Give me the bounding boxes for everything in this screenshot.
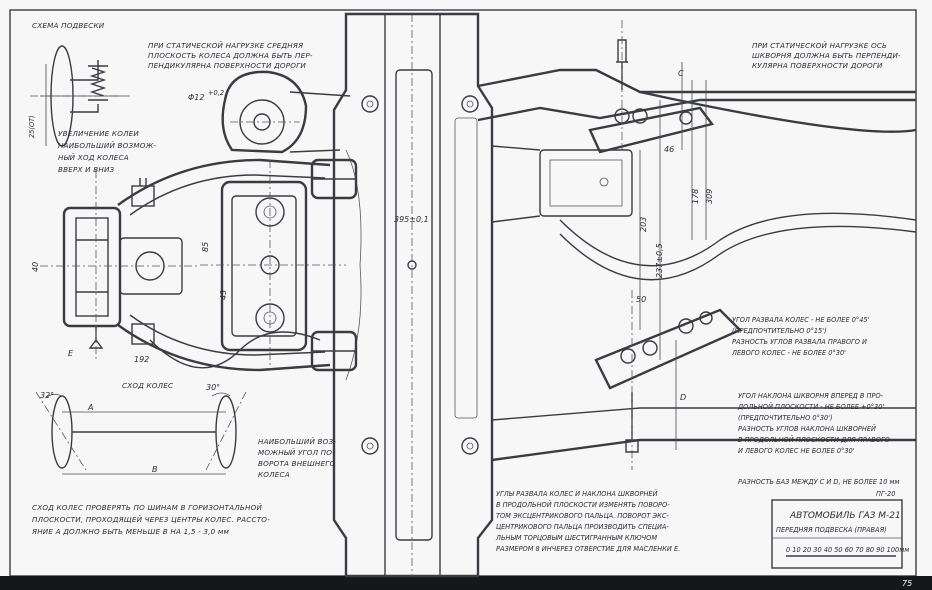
camber-spec-line-4: ЛЕВОГО КОЛЕС - НЕ БОЛЕЕ 0°30' bbox=[731, 349, 846, 357]
right-side-frame bbox=[477, 20, 917, 470]
caster-spec-line-2: ДОЛЬНОЙ ПЛОСКОСТИ - НЕ БОЛЕЕ +0°30' bbox=[737, 402, 884, 411]
letter-c: C bbox=[678, 69, 684, 78]
dim-43: 43 bbox=[219, 290, 228, 300]
toe-check-line-3: ЯНИЕ A ДОЛЖНО БЫТЬ МЕНЬШЕ B НА 1,5 - 3,0… bbox=[31, 527, 230, 536]
camber-adjust-line-2: В ПРОДОЛЬНОЙ ПЛОСКОСТИ ИЗМЕНЯТЬ ПОВОРО- bbox=[496, 500, 670, 509]
dim-395: 395±0,1 bbox=[394, 215, 429, 224]
static-right-line-2: ШКВОРНЯ ДОЛЖНА БЫТЬ ПЕРПЕНДИ- bbox=[752, 51, 901, 60]
caster-spec-line-1: УГОЛ НАКЛОНА ШКВОРНЯ ВПЕРЕД В ПРО- bbox=[738, 392, 884, 400]
page-number: 75 bbox=[902, 579, 912, 588]
dim-25: 25(ОТ) bbox=[28, 115, 36, 138]
left-suspension-assembly bbox=[40, 70, 358, 372]
title-block bbox=[771, 499, 903, 569]
max-turn-line-4: КОЛЕСА bbox=[258, 470, 290, 479]
dim-50: 50 bbox=[636, 295, 646, 304]
caster-spec-line-6: И ЛЕВОГО КОЛЕС НЕ БОЛЕЕ 0°30' bbox=[738, 447, 855, 455]
camber-adjust-line-3: ТОМ ЭКСЦЕНТРИКОВОГО ПАЛЬЦА. ПОВОРОТ ЭКС- bbox=[496, 512, 669, 520]
caster-spec-line-5: В ПРОДОЛЬНОЙ ПЛОСКОСТИ ДЛЯ ПРАВОГО bbox=[738, 435, 890, 444]
bottom-edge-bar bbox=[0, 576, 932, 590]
camber-adjust-line-6: РАЗМЕРОМ 8 ИНЧЕРЕЗ ОТВЕРСТИЕ ДЛЯ МАСЛЕНК… bbox=[496, 545, 680, 553]
camber-spec-line-3: РАЗНОСТЬ УГЛОВ РАЗВАЛА ПРАВОГО И bbox=[732, 338, 867, 346]
max-turn-line-1: НАИБОЛЬШИЙ ВОЗ- bbox=[258, 437, 336, 446]
scheme-diagram bbox=[30, 45, 130, 147]
dim-203: 203 bbox=[639, 217, 648, 232]
scale-numbers: 0 10 20 30 40 50 60 70 80 90 100мм bbox=[786, 546, 909, 554]
toe-check-line-1: СХОД КОЛЕС ПРОВЕРЯТЬ ПО ШИНАМ В ГОРИЗОНТ… bbox=[32, 503, 262, 512]
letter-d: D bbox=[680, 393, 686, 402]
static-left-line-2: ПЛОСКОСТЬ КОЛЕСА ДОЛЖНА БЫТЬ ПЕР- bbox=[148, 51, 313, 60]
dim-46: 46 bbox=[664, 145, 674, 154]
title-block-line-1: АВТОМОБИЛЬ ГАЗ М-21 bbox=[789, 511, 901, 521]
camber-spec-line-2: (ПРЕДПОЧТИТЕЛЬНО 0°15') bbox=[732, 327, 827, 335]
angle-30: 30° bbox=[206, 383, 220, 392]
letter-e: E bbox=[68, 349, 74, 358]
max-turn-line-3: ВОРОТА ВНЕШНЕГО bbox=[258, 459, 335, 468]
toe-title: СХОД КОЛЕС bbox=[122, 381, 173, 390]
scheme-title: СХЕМА ПОДВЕСКИ bbox=[32, 21, 105, 30]
dim-85: 85 bbox=[201, 242, 210, 252]
camber-adjust-line-4: ЦЕНТРИКОВОГО ПАЛЬЦА ПРОИЗВОДИТЬ СПЕЦИА- bbox=[496, 523, 669, 531]
max-turn-line-2: МОЖНЫЙ УГОЛ ПО- bbox=[258, 448, 335, 457]
camber-spec-line-1: УГОЛ РАЗВАЛА КОЛЕС - НЕ БОЛЕЕ 0°45' bbox=[732, 316, 870, 324]
camber-adjust-line-1: УГЛЫ РАЗВАЛА КОЛЕС И НАКЛОНА ШКВОРНЕЙ bbox=[496, 489, 658, 498]
static-right-line-3: КУЛЯРНА ПОВЕРХНОСТИ ДОРОГИ bbox=[752, 61, 883, 70]
angle-32: 32° bbox=[40, 391, 54, 400]
caster-spec-line-4: РАЗНОСТЬ УГЛОВ НАКЛОНА ШКВОРНЕЙ bbox=[738, 424, 876, 433]
dim-178: 178 bbox=[691, 189, 700, 204]
wheel-lift-line-4: ВВЕРХ И ВНИЗ bbox=[58, 165, 115, 174]
dim-phi-tolerance: +0,2 bbox=[208, 89, 224, 97]
wheel-lift-line-2: НАИБОЛЬШИЙ ВОЗМОЖ- bbox=[58, 141, 157, 150]
toe-check-line-2: ПЛОСКОСТИ, ПРОХОДЯЩЕЙ ЧЕРЕЗ ЦЕНТРЫ КОЛЕС… bbox=[32, 515, 270, 524]
corner-code: ПГ-20 bbox=[876, 490, 895, 498]
dim-309: 309 bbox=[705, 189, 714, 204]
static-right-line-1: ПРИ СТАТИЧЕСКОЙ НАГРУЗКЕ ОСЬ bbox=[752, 41, 887, 50]
wheel-lift-line-1: УВЕЛИЧЕНИЕ КОЛЕИ bbox=[58, 129, 139, 138]
toe-diagram bbox=[35, 391, 247, 475]
caster-spec-line-3: (ПРЕДПОЧТИТЕЛЬНО 0°30') bbox=[738, 414, 833, 422]
title-block-line-2: ПЕРЕДНЯЯ ПОДВЕСКА (ПРАВАЯ) bbox=[776, 526, 887, 534]
static-left-line-1: ПРИ СТАТИЧЕСКОЙ НАГРУЗКЕ СРЕДНЯЯ bbox=[148, 41, 303, 50]
wheel-lift-line-3: НЫЙ ХОД КОЛЕСА bbox=[58, 153, 129, 162]
letter-a: A bbox=[87, 403, 93, 412]
static-left-line-3: ПЕНДИКУЛЯРНА ПОВЕРХНОСТИ ДОРОГИ bbox=[148, 61, 306, 70]
letter-b: B bbox=[152, 465, 158, 474]
crossmember bbox=[332, 12, 494, 578]
dim-phi: Φ12 bbox=[188, 93, 204, 102]
wheelbase-diff: РАЗНОСТЬ БАЗ МЕЖДУ С И D, НЕ БОЛЕЕ 10 мм bbox=[738, 478, 899, 486]
camber-adjust-line-5: ЛЬНЫМ ТОРЦОВЫМ ШЕСТИГРАННЫМ КЛЮЧОМ bbox=[495, 534, 657, 542]
dim-237: 237±0,5 bbox=[655, 243, 664, 278]
dim-40: 40 bbox=[31, 262, 40, 272]
dim-192: 192 bbox=[134, 355, 149, 364]
